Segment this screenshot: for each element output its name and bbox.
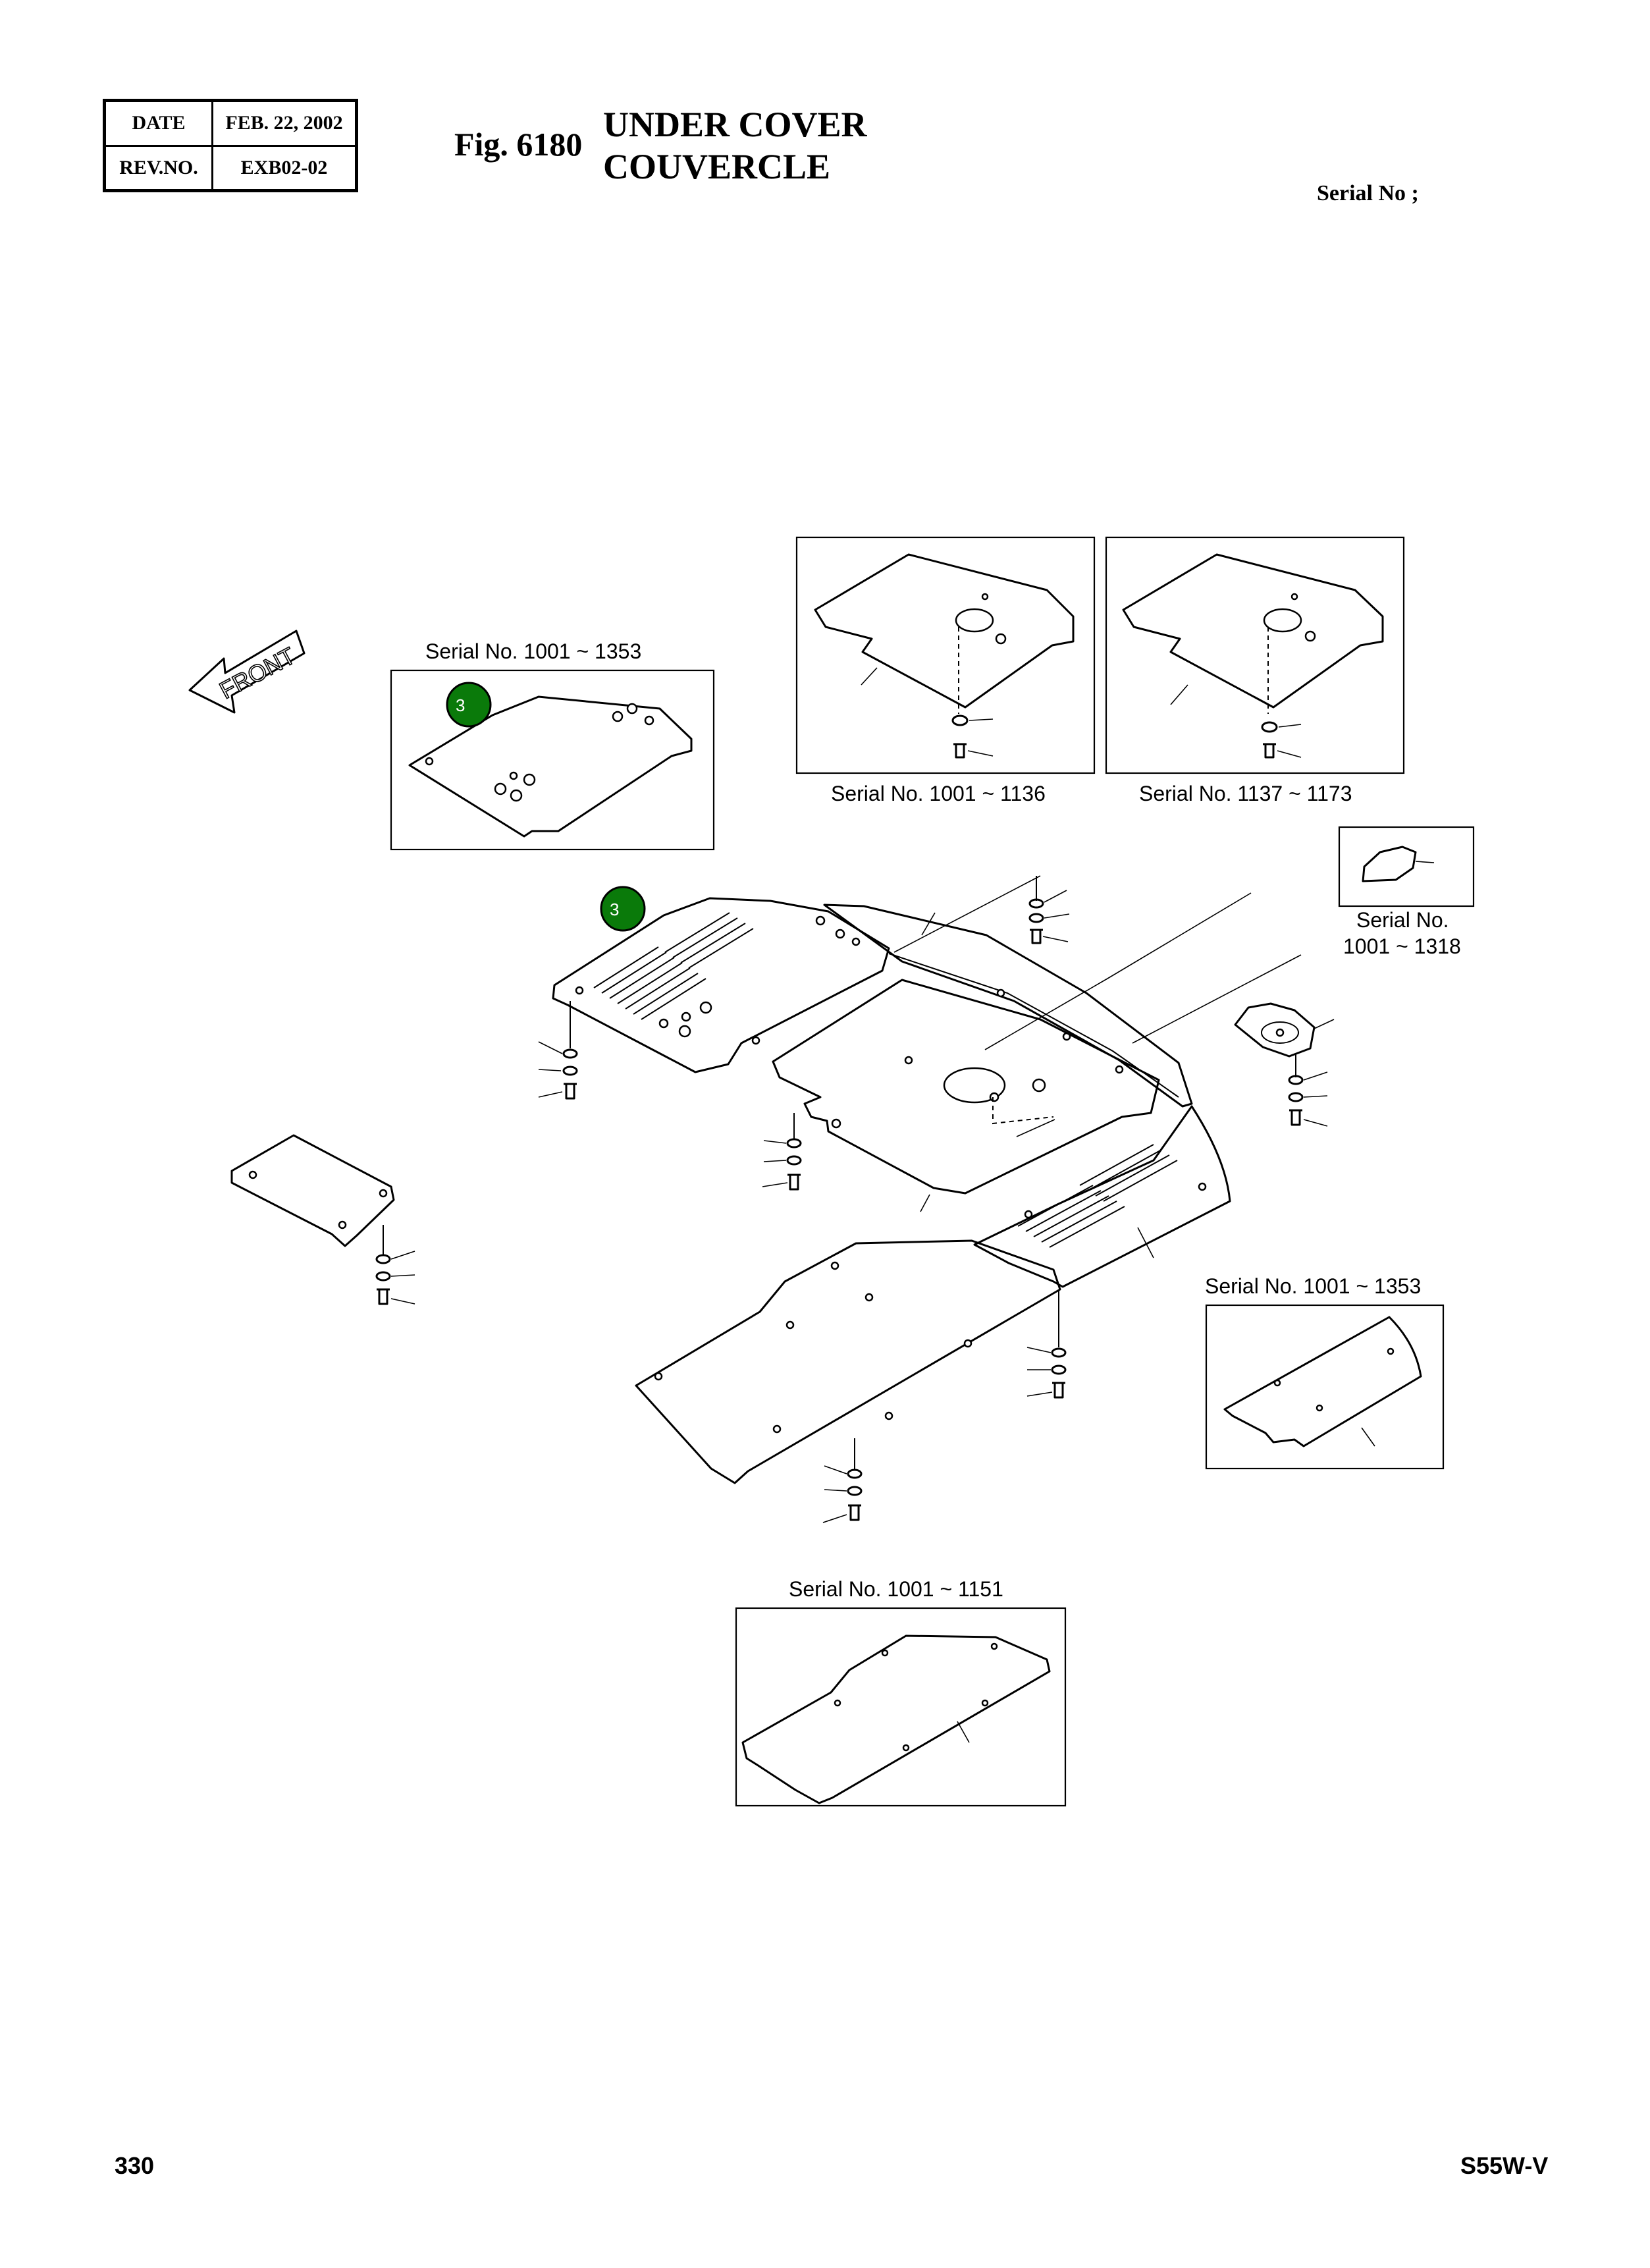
variant-box-top-right: Serial No. 1137 ~ 1173 (1105, 536, 1405, 805)
front-arrow-label: FRONT (215, 642, 300, 704)
variant-label-small-cover-line2: 1001 ~ 1318 (1343, 934, 1461, 958)
revision-label: REV.NO. (103, 144, 213, 192)
variant-label-right: Serial No. 1001 ~ 1353 (1205, 1274, 1421, 1298)
revision-value: EXB02-02 (211, 144, 358, 192)
date-value: FEB. 22, 2002 (211, 99, 358, 147)
variant-box-bottom: Serial No. 1001 ~ 1151 (735, 1577, 1067, 1807)
variant-box-right: Serial No. 1001 ~ 1353 (1205, 1274, 1445, 1470)
item-badge-text: 3 (610, 900, 619, 919)
variant-box-small-cover: Serial No. 1001 ~ 1318 (1338, 826, 1475, 958)
item-badge: 3 (446, 682, 492, 728)
variant-box-top-center: Serial No. 1001 ~ 1136 (795, 536, 1096, 805)
revision-row: REV.NO. EXB02-02 (103, 144, 358, 192)
serial-number-header: Serial No ; (1317, 181, 1419, 205)
main-assembly (230, 875, 1316, 1484)
variant-label-small-cover-line1: Serial No. (1356, 908, 1449, 932)
variant-label-bottom: Serial No. 1001 ~ 1151 (789, 1577, 1003, 1601)
fastener-stacks (375, 876, 1335, 1523)
revision-info-table: DATE FEB. 22, 2002 REV.NO. EXB02-02 (103, 99, 358, 192)
date-row: DATE FEB. 22, 2002 (103, 99, 358, 147)
variant-label-top-right: Serial No. 1137 ~ 1173 (1139, 782, 1352, 805)
front-arrow: FRONT (188, 630, 306, 714)
variant-label-top-left: Serial No. 1001 ~ 1353 (425, 639, 641, 663)
louver-vent-left (593, 912, 754, 1020)
figure-number: Fig. 6180 (454, 126, 583, 163)
date-label: DATE (103, 99, 213, 147)
title-french: COUVERCLE (603, 147, 831, 186)
item-badge: 3 (600, 886, 646, 932)
item-badge-text: 3 (456, 695, 465, 715)
louver-vent-right (1017, 1144, 1178, 1248)
page-number: 330 (115, 2152, 155, 2179)
model-name: S55W-V (1460, 2152, 1549, 2179)
variant-label-top-center: Serial No. 1001 ~ 1136 (831, 782, 1046, 805)
title-english: UNDER COVER (603, 105, 867, 144)
variant-box-top-left: Serial No. 1001 ~ 1353 (390, 639, 715, 851)
